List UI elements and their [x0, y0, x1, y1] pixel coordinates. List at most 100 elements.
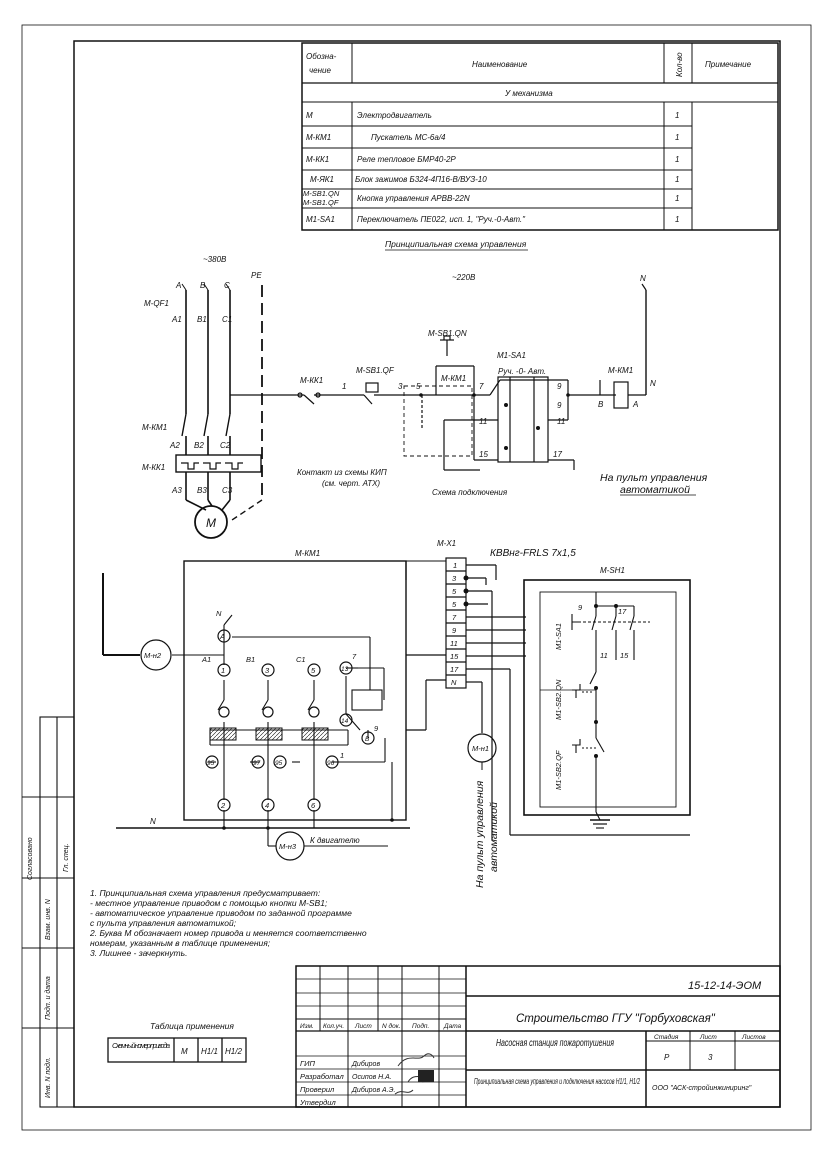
- thermal-relay-label: М-КК1: [142, 463, 165, 472]
- km1-n-letter: N: [216, 609, 222, 618]
- side-stamp-label: Взам. инв. N: [45, 898, 52, 940]
- km1-circ-top: 5: [311, 666, 316, 675]
- contactor-term-a2: А2: [169, 441, 180, 450]
- contactor-term-b2: В2: [194, 441, 204, 450]
- title-role: Утвердил: [299, 1098, 336, 1107]
- ctrl-node: 11: [557, 417, 565, 426]
- note-line: номерам, указанным в таблице применения;: [90, 938, 271, 948]
- title-person: Дибиров А.Э.: [351, 1086, 396, 1094]
- ctrl-node: 1: [342, 382, 346, 391]
- phase-pe-label: PE: [251, 271, 262, 280]
- km1-c96: 96: [327, 760, 335, 767]
- signature-stamp: [418, 1070, 434, 1082]
- sheets-header: Листов: [741, 1034, 766, 1041]
- km1-box-label: М-КМ1: [295, 549, 320, 558]
- km1-terminal: [205, 755, 219, 769]
- spec-row-code: М: [306, 111, 313, 120]
- spec-table: [301, 42, 779, 231]
- title-person: Осипов Н.А.: [352, 1074, 392, 1081]
- breaker-term-a1: А1: [171, 315, 182, 324]
- spec-header-qty: Кол-во: [675, 52, 684, 77]
- title-role: Проверил: [300, 1085, 335, 1094]
- x1-terminal: 7: [452, 613, 457, 622]
- sh1-sb2qn-label: М1-SB2.QN: [554, 679, 563, 720]
- spec-row-qty: 1: [675, 175, 679, 184]
- spec-row-name: Электродвигатель: [357, 111, 432, 120]
- lamp-h3: [275, 831, 305, 861]
- km1-terminal: [261, 798, 275, 812]
- panel-vertical-label: На пульт управления: [474, 780, 486, 888]
- km1-terminal: [339, 661, 353, 675]
- application-table-label: Схемный номер привода: [112, 1041, 170, 1050]
- ctrl-neutral-label-2: N: [650, 379, 656, 388]
- object-name: Насосная станция пожаротушения: [496, 1037, 614, 1049]
- coil-terminal-b: В: [598, 400, 604, 409]
- spec-row-name: Реле тепловое БМР40-2Р: [357, 155, 456, 164]
- panel-label-2: автоматикой: [620, 484, 690, 496]
- sh1-inner-box: [539, 591, 677, 808]
- km1-a-letter: A: [219, 632, 225, 641]
- ctrl-km1-label: М-КМ1: [441, 374, 466, 383]
- x1-terminal: 11: [450, 639, 458, 648]
- title-col-head: Изм.: [300, 1023, 314, 1030]
- spec-row-qty: 1: [675, 155, 679, 164]
- breaker-term-c1: С1: [222, 315, 232, 324]
- construction-stamp: Строительство ГГУ "Горбуховская": [516, 1013, 716, 1025]
- spec-row-code2: М-SB1.QF: [303, 198, 339, 207]
- title-block: [295, 965, 781, 1108]
- stage-header: Стадия: [654, 1033, 679, 1041]
- km1-terminal: [217, 798, 231, 812]
- phase-b-label: B: [200, 281, 206, 290]
- km1-terminal: [251, 755, 265, 769]
- sh1-num: 11: [600, 651, 608, 660]
- ctrl-sa1-label: М1-SA1: [497, 351, 526, 360]
- ctrl-node: 9: [557, 382, 562, 391]
- x1-terminal: 3: [452, 574, 457, 583]
- ctrl-node: 11: [479, 417, 487, 426]
- km1-c13: 13: [341, 666, 349, 673]
- panel-label: На пульт управления: [600, 472, 708, 484]
- breaker-term-b1: В1: [197, 315, 207, 324]
- spec-table-text: Обозна- чение Наименование Кол-во Примеч…: [303, 52, 752, 224]
- phase-a-label: A: [175, 281, 181, 290]
- spec-row-code: М-SB1.QN: [303, 189, 340, 198]
- title-person: Дибиров: [351, 1060, 380, 1068]
- contactor-label: М-КМ1: [142, 423, 167, 432]
- title-role: ГИП: [300, 1059, 315, 1068]
- sheet-value: 3: [708, 1053, 713, 1062]
- x1-terminal: 9: [452, 626, 457, 635]
- km1-cb: В: [365, 736, 370, 743]
- sheet-header: Лист: [699, 1034, 717, 1041]
- connection-scheme-label: Схема подключения: [432, 488, 508, 497]
- km1-terminal: [307, 798, 321, 812]
- sh1-num: 15: [620, 651, 629, 660]
- note-line: 3. Лишнее - зачеркнуть.: [90, 948, 188, 958]
- km1-circ-bot: 6: [311, 801, 316, 810]
- km1-term-top: А1: [201, 655, 211, 664]
- terminal-block-label: М-Х1: [437, 539, 456, 548]
- power-circuit: [181, 283, 296, 521]
- ctrl-node: 5: [416, 382, 421, 391]
- stage-value: Р: [664, 1053, 670, 1062]
- relay-term-b3: В3: [197, 486, 207, 495]
- lamp-h2-label: М-н2: [144, 651, 162, 660]
- lamp-h1-label: М-н1: [472, 744, 489, 753]
- title-col-head: Дата: [443, 1023, 462, 1030]
- ctrl-node: 9: [557, 401, 562, 410]
- control-circuit: [296, 283, 647, 471]
- spec-header-name: Наименование: [472, 60, 528, 69]
- km1-wire7: 7: [352, 652, 357, 661]
- note-line: с пульта управления автоматикой;: [90, 918, 237, 928]
- spec-header-designation2: чение: [309, 66, 331, 75]
- cable-label: КВВнг-FRLS 7х1,5: [490, 548, 576, 559]
- drawing-title: Принципиальная схема управления и подклю…: [474, 1077, 640, 1086]
- ctrl-node: 15: [479, 450, 488, 459]
- organization: ООО "АСК-стройинжиниринг": [652, 1084, 752, 1092]
- ctrl-node: 3: [398, 382, 403, 391]
- km1-circ-bot: 4: [265, 801, 269, 810]
- spec-row-qty: 1: [675, 194, 679, 203]
- schematic-title: Принципиальная схема управления: [385, 239, 527, 249]
- spec-row-name: Кнопка управления АРВВ-22N: [357, 194, 470, 203]
- sh1-sb2qf-label: М1-SB2.QF: [554, 750, 563, 790]
- km1-terminal: [339, 713, 353, 727]
